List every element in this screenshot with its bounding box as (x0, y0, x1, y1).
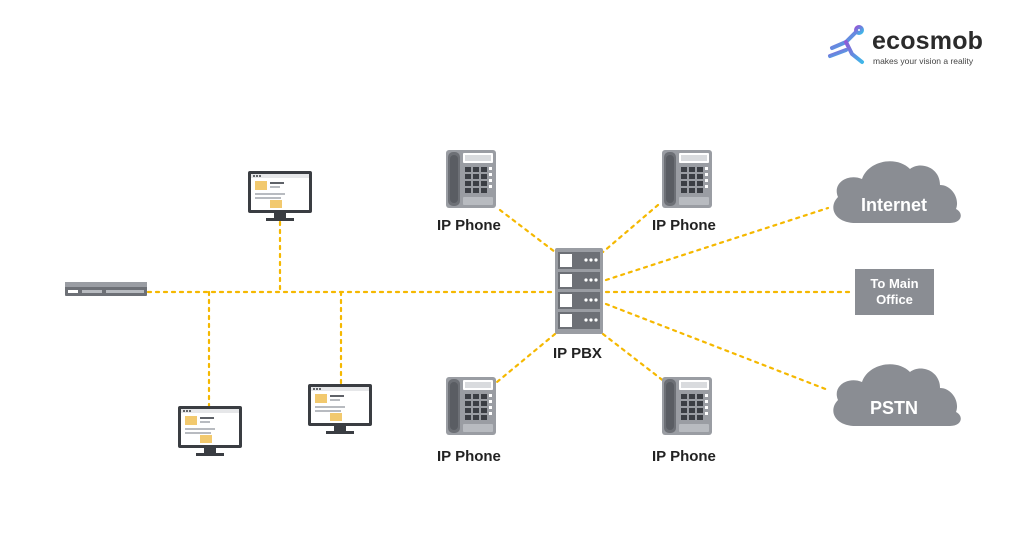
phone-top-right-link (601, 203, 660, 254)
phone-top-left-label: IP Phone (437, 217, 501, 234)
server-icon (555, 248, 603, 334)
main-office-box: To Main Office (855, 269, 934, 315)
network-switch-icon (65, 282, 147, 296)
phone-top-left-link (498, 208, 557, 254)
brand-tagline: makes your vision a reality (873, 56, 974, 66)
monitor-icon (178, 406, 242, 456)
internet-label: Internet (860, 195, 927, 215)
desk-phone-icon (446, 377, 496, 435)
brand-name: ecosmob (872, 27, 984, 55)
monitor-icon (308, 384, 372, 434)
phone-bottom-left-link (495, 332, 557, 384)
monitor-icon (248, 171, 312, 221)
phone-bottom-right-link (601, 332, 667, 384)
ecosmob-logo-icon (828, 25, 864, 64)
pstn-link (604, 302, 830, 392)
main-office-line2: Office (876, 292, 913, 307)
connector-lines (146, 203, 855, 412)
desk-phone-icon (446, 150, 496, 208)
main-office-line1: To Main (870, 276, 919, 291)
phone-bottom-right-label: IP Phone (652, 448, 716, 465)
phone-bottom-left-label: IP Phone (437, 448, 501, 465)
internet-link (604, 206, 830, 282)
phone-top-right-label: IP Phone (652, 217, 716, 234)
pstn-label: PSTN (869, 398, 918, 418)
server-label: IP PBX (553, 345, 602, 362)
desk-phone-icon (662, 150, 712, 208)
desk-phone-icon (662, 377, 712, 435)
